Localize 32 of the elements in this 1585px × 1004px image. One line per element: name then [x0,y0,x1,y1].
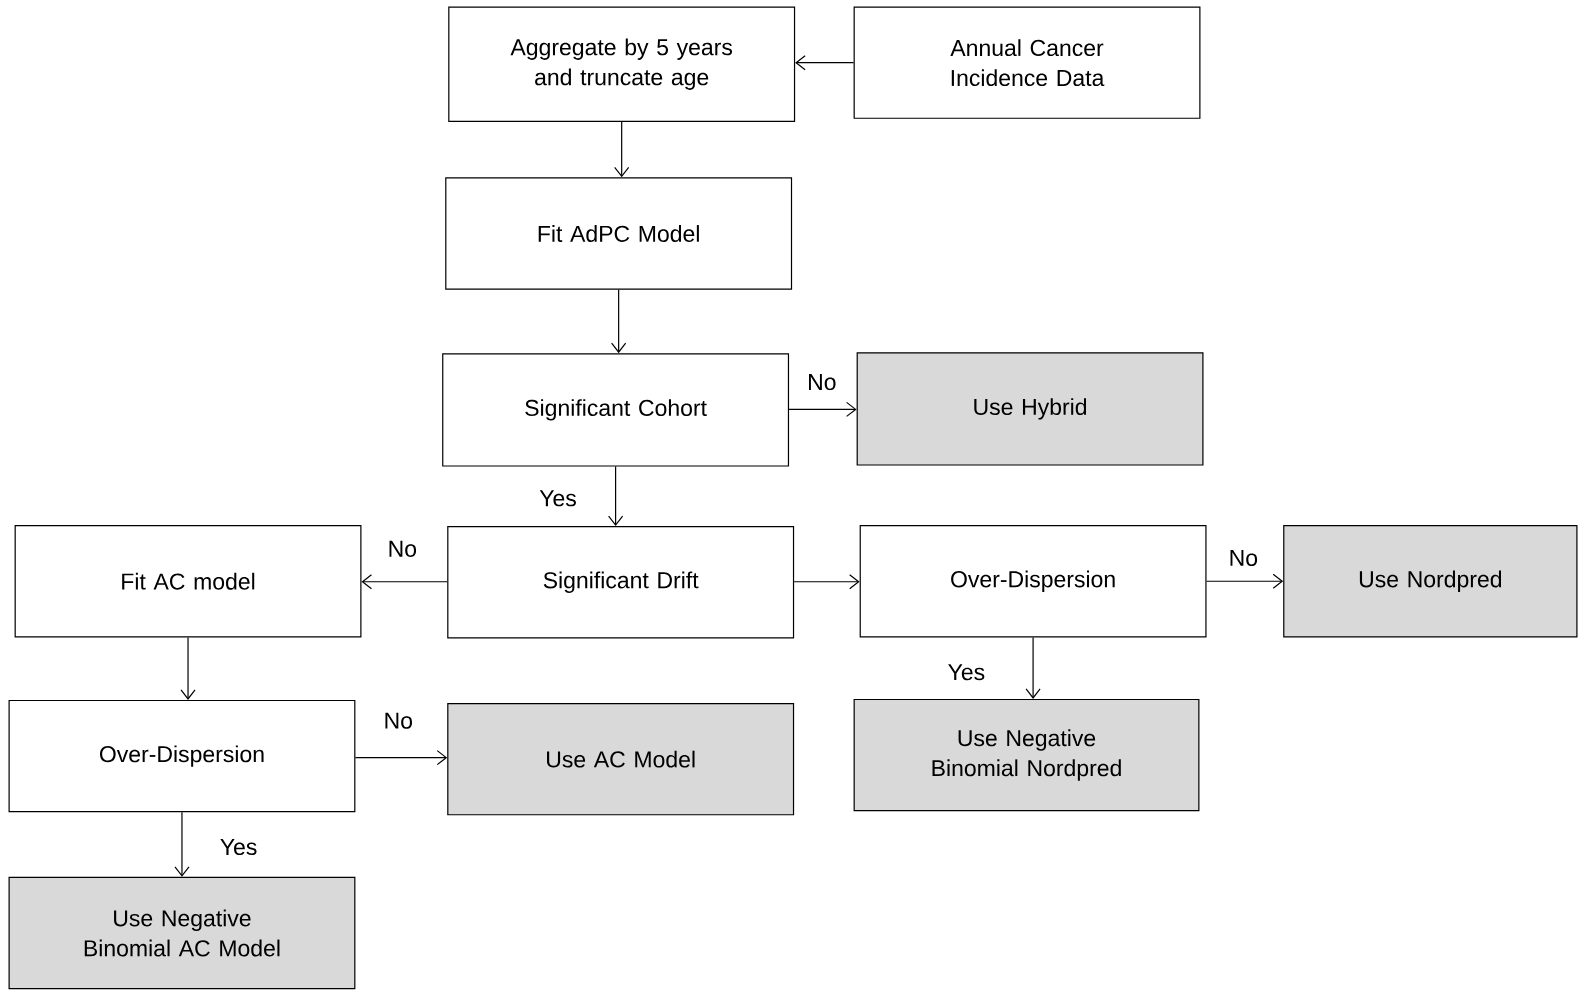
process-box: Aggregate by 5 years and truncate age [448,6,796,122]
arrow [180,636,196,700]
edge-label: No [382,711,414,730]
process-box: Over-Dispersion [8,699,356,813]
result-box: Use Hybrid [856,352,1204,466]
edge-label: Yes [218,838,259,857]
process-box: Significant Cohort [442,353,790,467]
arrow [608,466,624,527]
arrow [788,401,857,417]
edge-label: No [386,539,419,558]
edge-label: No [806,373,838,392]
arrow [354,750,448,766]
result-box: Use Nordpred [1283,525,1578,638]
arrow [793,574,860,590]
arrow [1205,573,1284,589]
arrow [174,811,190,877]
arrow [1025,636,1041,699]
edge-label: Yes [538,489,578,508]
arrow [361,574,448,590]
process-box: Significant Drift [447,526,795,639]
edge-label: No [1227,548,1260,567]
edge-label: Yes [946,663,987,682]
result-box: Use Negative Binomial AC Model [8,876,356,990]
arrow [614,121,630,178]
result-box: Use Negative Binomial Nordpred [853,698,1200,812]
process-box: Fit AC model [14,525,362,638]
process-box: Annual Cancer Incidence Data [853,6,1201,119]
arrow [611,289,627,354]
result-box: Use AC Model [447,702,795,816]
process-box: Fit AdPC Model [445,177,793,290]
arrow [795,55,855,71]
process-box: Over-Dispersion [859,525,1207,638]
